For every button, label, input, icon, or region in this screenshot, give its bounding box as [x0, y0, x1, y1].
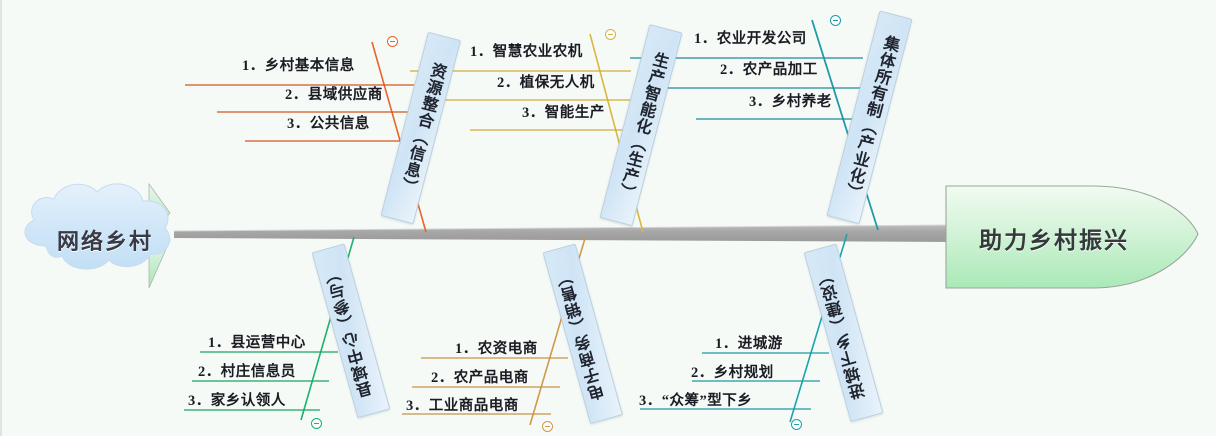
category-label-county-center: 县域中心（参与） [323, 263, 377, 399]
sub-item: 2．农产品加工 [720, 62, 818, 78]
sub-item: 1．农资电商 [455, 341, 538, 357]
main-spine [173, 224, 953, 242]
category-box-resource-integration[interactable]: 资源整合（信息） [380, 31, 462, 225]
minus-icon [314, 423, 319, 424]
sub-item: 1．农业开发公司 [694, 31, 807, 47]
sub-item: 3．“众筹”型下乡 [639, 393, 753, 409]
result-node[interactable]: 助力乡村振兴 [940, 184, 1202, 292]
sub-item: 1．智慧农业农机 [470, 44, 583, 60]
sub-item: 1．乡村基本信息 [242, 58, 355, 74]
category-label-urban-rural: 进城下乡（建设） [816, 265, 870, 401]
collapse-icon-smart-production[interactable] [605, 29, 616, 40]
sub-item: 3．工业商品电商 [406, 398, 519, 414]
minus-icon [608, 34, 613, 35]
category-box-ecommerce[interactable]: 电子商务（销售） [542, 243, 623, 425]
sub-item: 2．植保无人机 [497, 75, 595, 91]
sub-item: 3．家乡认领人 [188, 393, 286, 409]
topic-node[interactable]: 网络乡村 [20, 196, 190, 284]
category-label-smart-production: 生产智能化（生产） [614, 49, 670, 202]
minus-icon [794, 424, 799, 425]
category-box-urban-rural[interactable]: 进城下乡（建设） [803, 243, 884, 423]
collapse-icon-resource-integration[interactable] [387, 36, 398, 47]
collapse-icon-collective-ownership[interactable] [830, 15, 841, 26]
sub-item: 2．村庄信息员 [198, 364, 296, 380]
collapse-icon-ecommerce[interactable] [542, 421, 553, 432]
sub-item: 3．公共信息 [287, 116, 370, 132]
sub-item: 1．县运营中心 [208, 335, 306, 351]
collapse-icon-urban-rural[interactable] [791, 419, 802, 430]
minus-icon [390, 41, 395, 42]
sub-item: 3．智能生产 [522, 105, 605, 121]
sub-item: 2．县域供应商 [285, 87, 383, 103]
category-label-collective-ownership: 集体所有制（产业化） [840, 33, 900, 203]
collapse-icon-county-center[interactable] [311, 418, 322, 429]
result-label: 助力乡村振兴 [979, 228, 1129, 253]
minus-icon [545, 426, 550, 427]
category-box-smart-production[interactable]: 生产智能化（生产） [599, 24, 683, 227]
sub-item: 3．乡村养老 [749, 94, 832, 110]
topic-label: 网络乡村 [56, 229, 153, 254]
category-box-county-center[interactable]: 县域中心（参与） [311, 243, 391, 419]
category-label-resource-integration: 资源整合（信息） [396, 60, 447, 197]
sub-item: 2．乡村规划 [691, 365, 774, 381]
minus-icon [833, 20, 838, 21]
category-label-ecommerce: 电子商务（销售） [555, 266, 609, 402]
category-box-collective-ownership[interactable]: 集体所有制（产业化） [826, 10, 913, 225]
sub-item: 2．农产品电商 [431, 370, 529, 386]
sub-item: 1．进城游 [715, 336, 783, 352]
